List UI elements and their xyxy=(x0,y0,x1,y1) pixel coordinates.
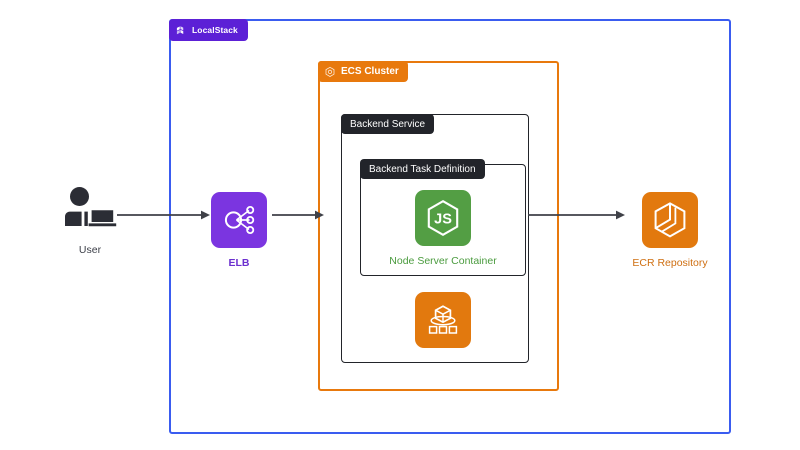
node-ecr-repository[interactable]: ECR Repository xyxy=(625,192,715,269)
backend-service-badge: Backend Service xyxy=(341,114,435,134)
ecr-tile xyxy=(642,192,698,248)
elb-tile xyxy=(211,192,267,248)
node-ecs-task[interactable] xyxy=(415,292,471,348)
backend-task-definition-label: Backend Task Definition xyxy=(369,163,476,175)
node-elb[interactable]: ELB xyxy=(209,192,269,269)
ecs-cluster-boundary xyxy=(318,61,559,391)
elb-load-balancer-icon xyxy=(221,202,257,238)
localstack-label: LocalStack xyxy=(192,25,238,35)
localstack-boundary xyxy=(169,19,731,434)
backend-service-boundary xyxy=(341,114,529,363)
ecs-task-container-icon xyxy=(424,301,462,339)
svg-text:JS: JS xyxy=(434,212,452,228)
ecr-cube-icon xyxy=(651,200,689,240)
arrow-service-to-ecr xyxy=(528,209,628,221)
node-user-label: User xyxy=(78,244,102,256)
backend-service-label: Backend Service xyxy=(350,118,426,130)
ecs-cluster-badge: ECS Cluster xyxy=(318,61,408,82)
user-laptop-icon xyxy=(61,186,119,232)
arrow-user-to-elb xyxy=(117,209,212,221)
localstack-logo-icon xyxy=(176,25,187,36)
localstack-badge: LocalStack xyxy=(169,19,248,41)
node-node-server-container[interactable]: JS Node Server Container xyxy=(383,190,503,267)
ecs-cluster-icon xyxy=(324,66,336,78)
node-elb-label: ELB xyxy=(228,257,250,269)
node-server-container-label: Node Server Container xyxy=(389,255,497,267)
node-server-tile: JS xyxy=(415,190,471,246)
ecs-cluster-label: ECS Cluster xyxy=(341,66,399,77)
arrow-elb-to-cluster xyxy=(272,209,326,221)
ecs-task-tile xyxy=(415,292,471,348)
node-ecr-repository-label: ECR Repository xyxy=(632,257,708,269)
nodejs-js-hexagon-icon: JS xyxy=(424,198,462,238)
node-user[interactable]: User xyxy=(50,186,130,256)
backend-task-definition-badge: Backend Task Definition xyxy=(360,159,485,179)
